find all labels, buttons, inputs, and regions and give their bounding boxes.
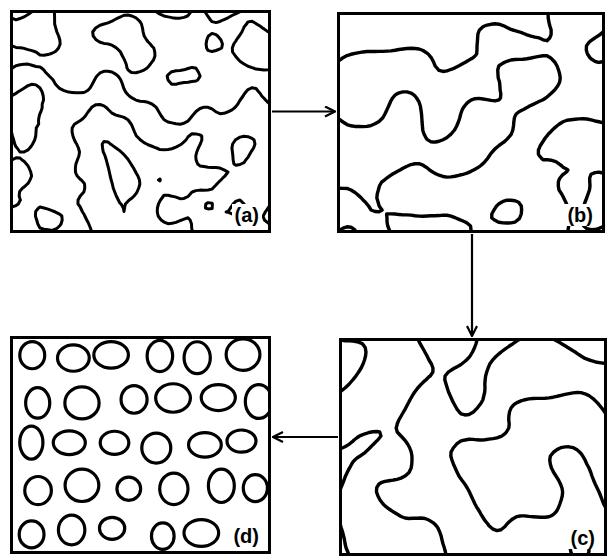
droplet (121, 386, 147, 414)
flow-arrow (272, 110, 335, 112)
droplet (99, 517, 124, 539)
droplet (65, 469, 99, 501)
droplet (19, 521, 44, 548)
droplet (58, 515, 84, 545)
panel-label: (b) (564, 204, 596, 226)
domain-pattern (19, 339, 268, 549)
panel-label: (d) (230, 525, 262, 547)
droplet (189, 433, 222, 457)
stage-panel: (c) (339, 338, 607, 556)
droplet (160, 473, 188, 505)
panel-label: (a) (232, 204, 262, 226)
panel-label: (c) (568, 527, 598, 549)
droplet (117, 477, 141, 500)
domain-pattern (340, 15, 602, 230)
droplet (65, 387, 99, 419)
droplet (142, 433, 171, 463)
stage-panel: (a) (10, 10, 271, 233)
droplet (57, 345, 89, 371)
droplet (156, 384, 191, 412)
domain-boundary (340, 15, 602, 230)
domain-pattern (342, 341, 604, 553)
droplet (226, 339, 260, 370)
droplet (25, 476, 52, 504)
droplet (20, 342, 45, 369)
droplet (208, 469, 234, 502)
domain-pattern (13, 13, 268, 230)
flow-arrow (273, 436, 338, 438)
droplet (201, 385, 235, 411)
droplet (26, 388, 50, 419)
droplet (53, 431, 85, 455)
droplet (100, 431, 129, 454)
domain-boundary (342, 341, 604, 553)
stage-panel: (d) (10, 336, 271, 554)
droplet (227, 430, 256, 452)
domain-boundary (13, 13, 268, 230)
stage-panel: (b) (337, 12, 605, 233)
droplet (147, 340, 173, 371)
droplet (184, 520, 219, 547)
droplet (184, 342, 210, 374)
flow-arrow (471, 234, 473, 336)
droplet (94, 342, 129, 368)
droplet (245, 385, 268, 419)
droplet (20, 426, 43, 459)
droplet (151, 523, 174, 550)
droplet (243, 475, 267, 502)
